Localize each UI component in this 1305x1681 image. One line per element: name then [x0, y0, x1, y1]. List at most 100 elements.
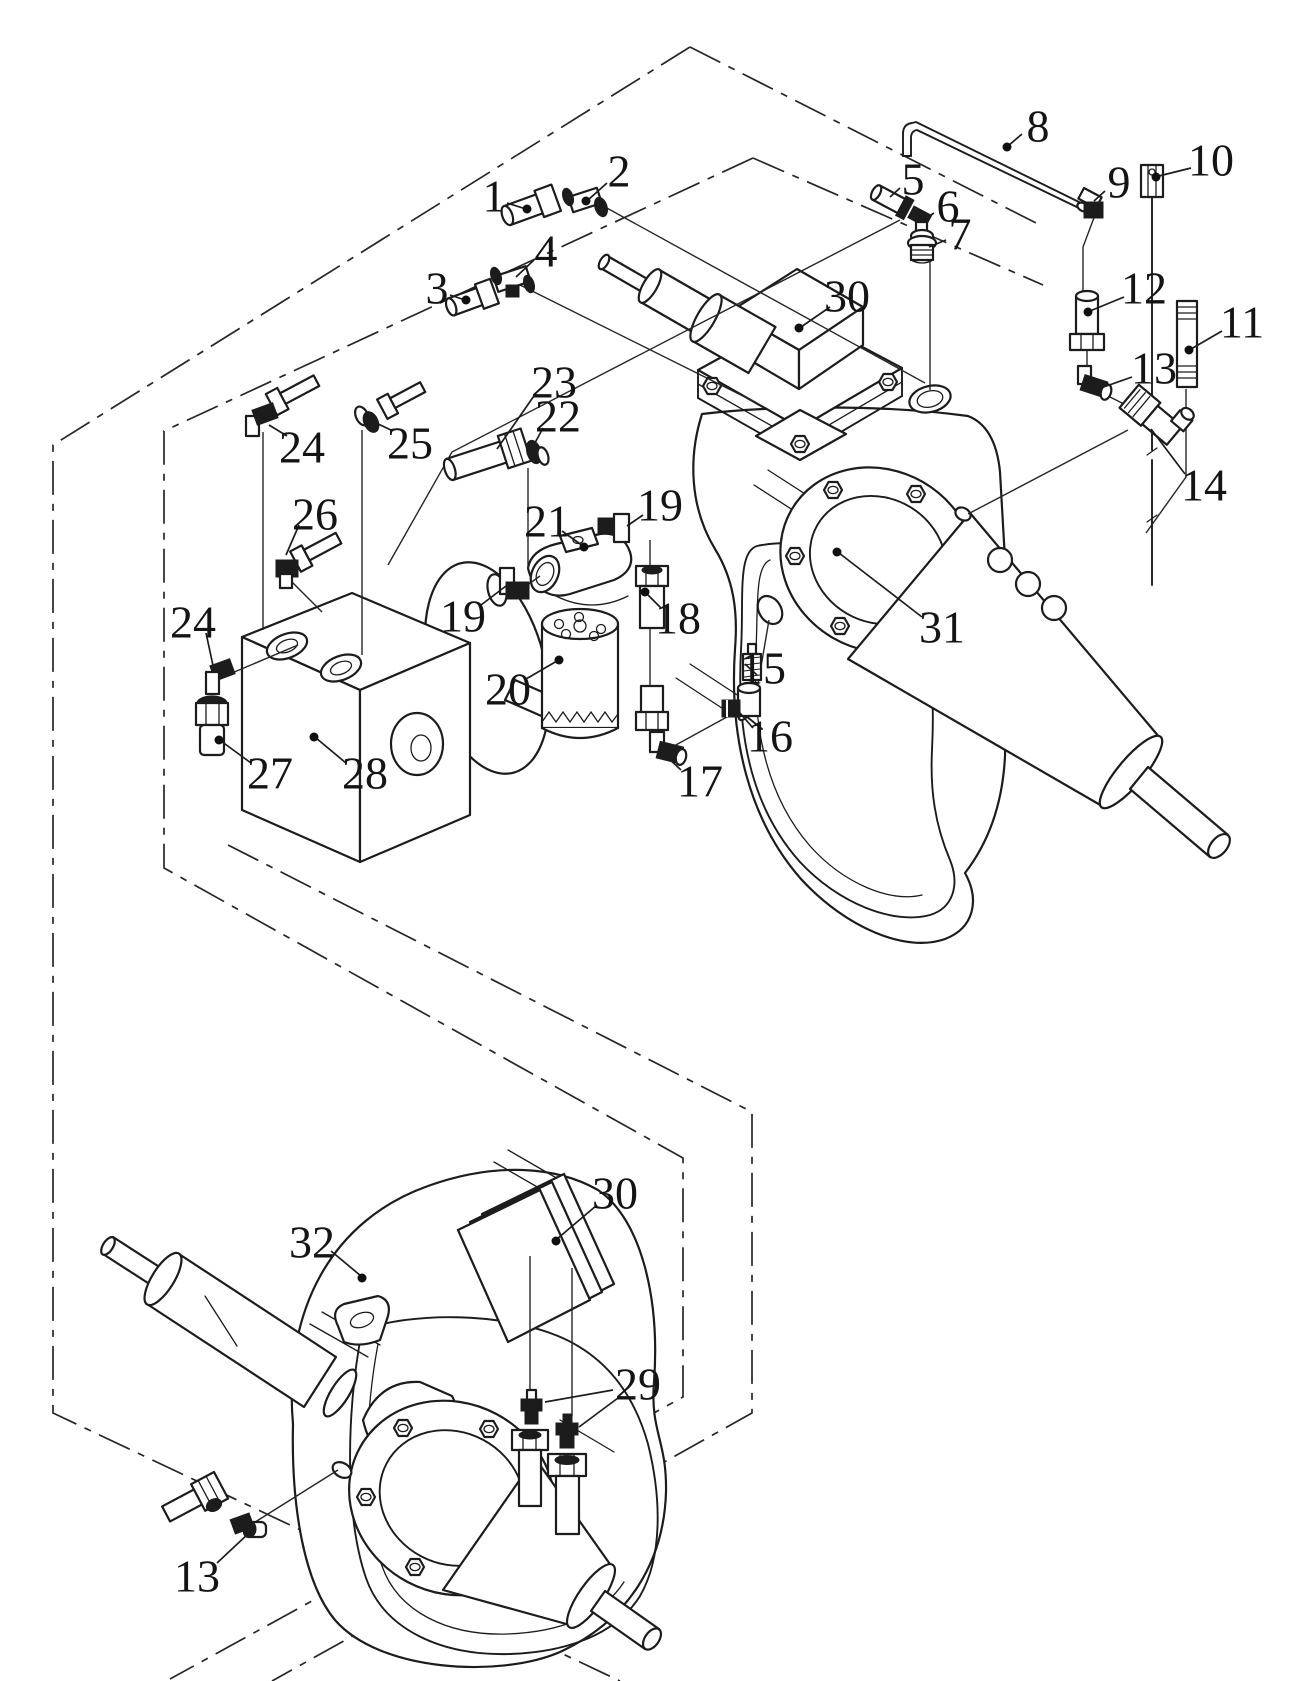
- fitting-9: [1077, 186, 1104, 219]
- pump-shaft-boss: [389, 711, 445, 777]
- lower-output-cone-shaft: [441, 1456, 663, 1651]
- callout-9: 9: [1108, 157, 1131, 208]
- callout-15: 15: [740, 643, 786, 694]
- callout-20: 20: [485, 664, 531, 715]
- leader-dot-10: [1151, 172, 1161, 182]
- callout-1: 1: [483, 171, 506, 222]
- callout-16: 16: [747, 711, 793, 762]
- callout-2: 2: [608, 146, 631, 197]
- callout-21: 21: [524, 496, 570, 547]
- fitting-24-lower: [204, 658, 236, 696]
- leader-dot-11: [1184, 345, 1194, 355]
- leader-13-upper: [1097, 376, 1133, 390]
- leader-dot-27: [214, 735, 224, 745]
- leader-23: [496, 392, 537, 450]
- callout-24-upper: 24: [279, 422, 325, 473]
- leader-26: [285, 524, 300, 556]
- fitting-19-right: [597, 512, 631, 544]
- callout-28: 28: [342, 748, 388, 799]
- leader-25: [373, 421, 394, 432]
- lower-input-shaft: [100, 1235, 358, 1418]
- callout-25: 25: [387, 418, 433, 469]
- callout-29: 29: [615, 1359, 661, 1410]
- fitting-5: [869, 184, 915, 221]
- lower-port: [331, 1461, 353, 1479]
- fitting-26: [275, 531, 343, 590]
- leader-16: [739, 712, 754, 729]
- leader-14: [1150, 428, 1186, 475]
- callout-13-upper: 13: [1131, 343, 1177, 394]
- upper-gearbox: [597, 253, 1231, 944]
- leader-29-1: [578, 1397, 619, 1428]
- pump-assembly: [240, 561, 567, 864]
- leader-dot-28: [309, 732, 319, 742]
- fitting-23: [442, 427, 533, 482]
- callout-10: 10: [1188, 135, 1234, 186]
- fitting-3: [444, 277, 500, 317]
- callout-26: 26: [292, 489, 338, 540]
- fitting-13-upper: [1076, 364, 1113, 401]
- leader-19-left: [480, 585, 507, 606]
- callout-19-left: 19: [440, 591, 486, 642]
- callout-32: 32: [289, 1217, 335, 1268]
- upper-input-shaft: [597, 253, 777, 375]
- fitting-7: [906, 228, 938, 264]
- leader-dot-8: [1002, 142, 1012, 152]
- callout-4: 4: [535, 226, 558, 277]
- leader-dot-21: [579, 542, 589, 552]
- bottom-port: [756, 594, 784, 626]
- leader-2: [587, 182, 608, 201]
- fitting-27: [194, 695, 230, 757]
- leader-dot-32: [357, 1273, 367, 1283]
- leader-22: [529, 427, 544, 453]
- filter-head: [526, 526, 633, 606]
- callout-27: 27: [247, 748, 293, 799]
- tube-8: [902, 121, 1090, 213]
- callout-30-lower: 30: [592, 1168, 638, 1219]
- side-port: [954, 506, 972, 522]
- leader-9: [1093, 190, 1106, 202]
- callout-17: 17: [677, 756, 723, 807]
- leader-12: [1089, 296, 1125, 312]
- leader-dot-12: [1083, 307, 1093, 317]
- leader-18: [646, 593, 662, 609]
- leader-29: [544, 1389, 614, 1403]
- cover-plate-lower-30: [456, 1172, 616, 1344]
- callout-5: 5: [902, 154, 925, 205]
- leader-dot-1: [522, 204, 532, 214]
- lower-front-cover: [349, 1316, 659, 1655]
- leader-28: [315, 737, 347, 764]
- leader-dot-30-lower: [551, 1236, 561, 1246]
- callout-31: 31: [919, 602, 965, 653]
- leader-dot-30-upper: [794, 323, 804, 333]
- oil-filter: [540, 607, 620, 740]
- lower-ear-lug: [333, 1294, 390, 1346]
- leader-19-right: [626, 514, 644, 527]
- callout-11: 11: [1220, 297, 1264, 348]
- leader-30-upper: [800, 306, 831, 328]
- upper-output-cone-shaft: [846, 511, 1231, 859]
- callout-7: 7: [949, 209, 972, 260]
- callout-23: 23: [531, 357, 577, 408]
- fitting-19-left: [498, 566, 530, 600]
- assembly-alignment-lines: [224, 206, 1187, 1525]
- fitting-12: [1068, 289, 1106, 352]
- tube-11: [1175, 299, 1199, 389]
- callout-18: 18: [655, 593, 701, 644]
- callout-3: 3: [426, 263, 449, 314]
- leader-21: [561, 530, 584, 547]
- callout-12: 12: [1121, 263, 1167, 314]
- lower-gearbox: [100, 1149, 668, 1669]
- leader-27: [220, 740, 252, 764]
- fitting-16: [721, 681, 762, 718]
- leader-dot-3: [461, 295, 471, 305]
- callout-30-upper: 30: [824, 271, 870, 322]
- fitting-25: [354, 381, 427, 433]
- leader-30-lower: [556, 1204, 598, 1240]
- leader-dot-18: [640, 587, 650, 597]
- callout-19-right: 19: [637, 480, 683, 531]
- callout-22: 22: [535, 391, 581, 442]
- fitting-14: [1118, 383, 1195, 446]
- callout-14: 14: [1181, 460, 1227, 511]
